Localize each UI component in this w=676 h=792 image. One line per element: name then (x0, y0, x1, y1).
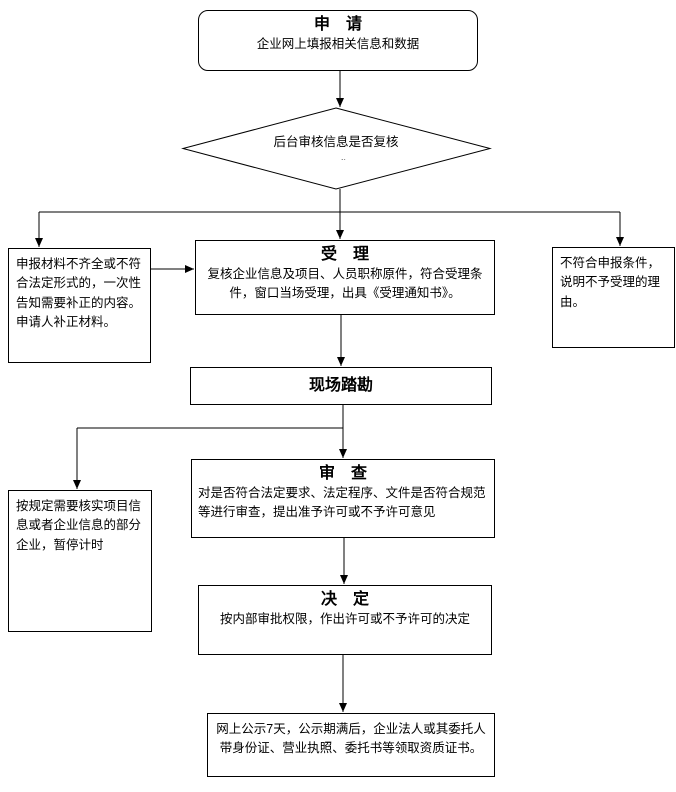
decision-line2: 要求 (236, 154, 436, 160)
review-box: 审 查 对是否符合法定要求、法定程序、文件是否符合规范等进行审查，提出准予许可或… (191, 459, 495, 538)
accept-box: 受 理 复核企业信息及项目、人员职称原件，符合受理条件，窗口当场受理，出具《受理… (195, 240, 495, 315)
apply-box: 申 请 企业网上填报相关信息和数据 (198, 10, 478, 71)
pause-body: 按规定需要核实项目信息或者企业信息的部分企业，暂停计时 (16, 499, 142, 552)
reject-box: 不符合申报条件，说明不予受理的理由。 (552, 247, 675, 348)
decision-diamond-text: 后台审核信息是否复核 要求 (236, 130, 436, 160)
publicity-body: 网上公示7天，公示期满后，企业法人或其委托人带身份证、营业执照、委托书等领取资质… (216, 722, 486, 756)
supplement-box: 申报材料不齐全或不符合法定形式的，一次性告知需要补正的内容。申请人补正材料。 (8, 248, 151, 363)
site-survey-box: 现场踏勘 (190, 367, 492, 405)
site-survey-title: 现场踏勘 (308, 377, 373, 394)
decide-box: 决 定 按内部审批权限，作出许可或不予许可的决定 (198, 585, 492, 655)
decision-diamond-shape (181, 107, 492, 190)
decide-title: 决 定 (320, 591, 369, 608)
pause-box: 按规定需要核实项目信息或者企业信息的部分企业，暂停计时 (8, 490, 152, 632)
apply-body: 企业网上填报相关信息和数据 (256, 37, 420, 51)
publicity-box: 网上公示7天，公示期满后，企业法人或其委托人带身份证、营业执照、委托书等领取资质… (207, 713, 495, 777)
accept-body: 复核企业信息及项目、人员职称原件，符合受理条件，窗口当场受理，出具《受理通知书》… (207, 267, 483, 301)
review-title: 审 查 (318, 465, 367, 482)
supplement-body: 申报材料不齐全或不符合法定形式的，一次性告知需要补正的内容。申请人补正材料。 (16, 257, 142, 330)
decision-line1: 后台审核信息是否复核 (273, 135, 399, 149)
apply-title: 申 请 (313, 16, 362, 33)
accept-title: 受 理 (320, 246, 369, 263)
reject-body: 不符合申报条件，说明不予受理的理由。 (560, 256, 661, 309)
decide-body: 按内部审批权限，作出许可或不予许可的决定 (219, 612, 470, 626)
review-body: 对是否符合法定要求、法定程序、文件是否符合规范等进行审查，提出准予许可或不予许可… (198, 486, 486, 520)
